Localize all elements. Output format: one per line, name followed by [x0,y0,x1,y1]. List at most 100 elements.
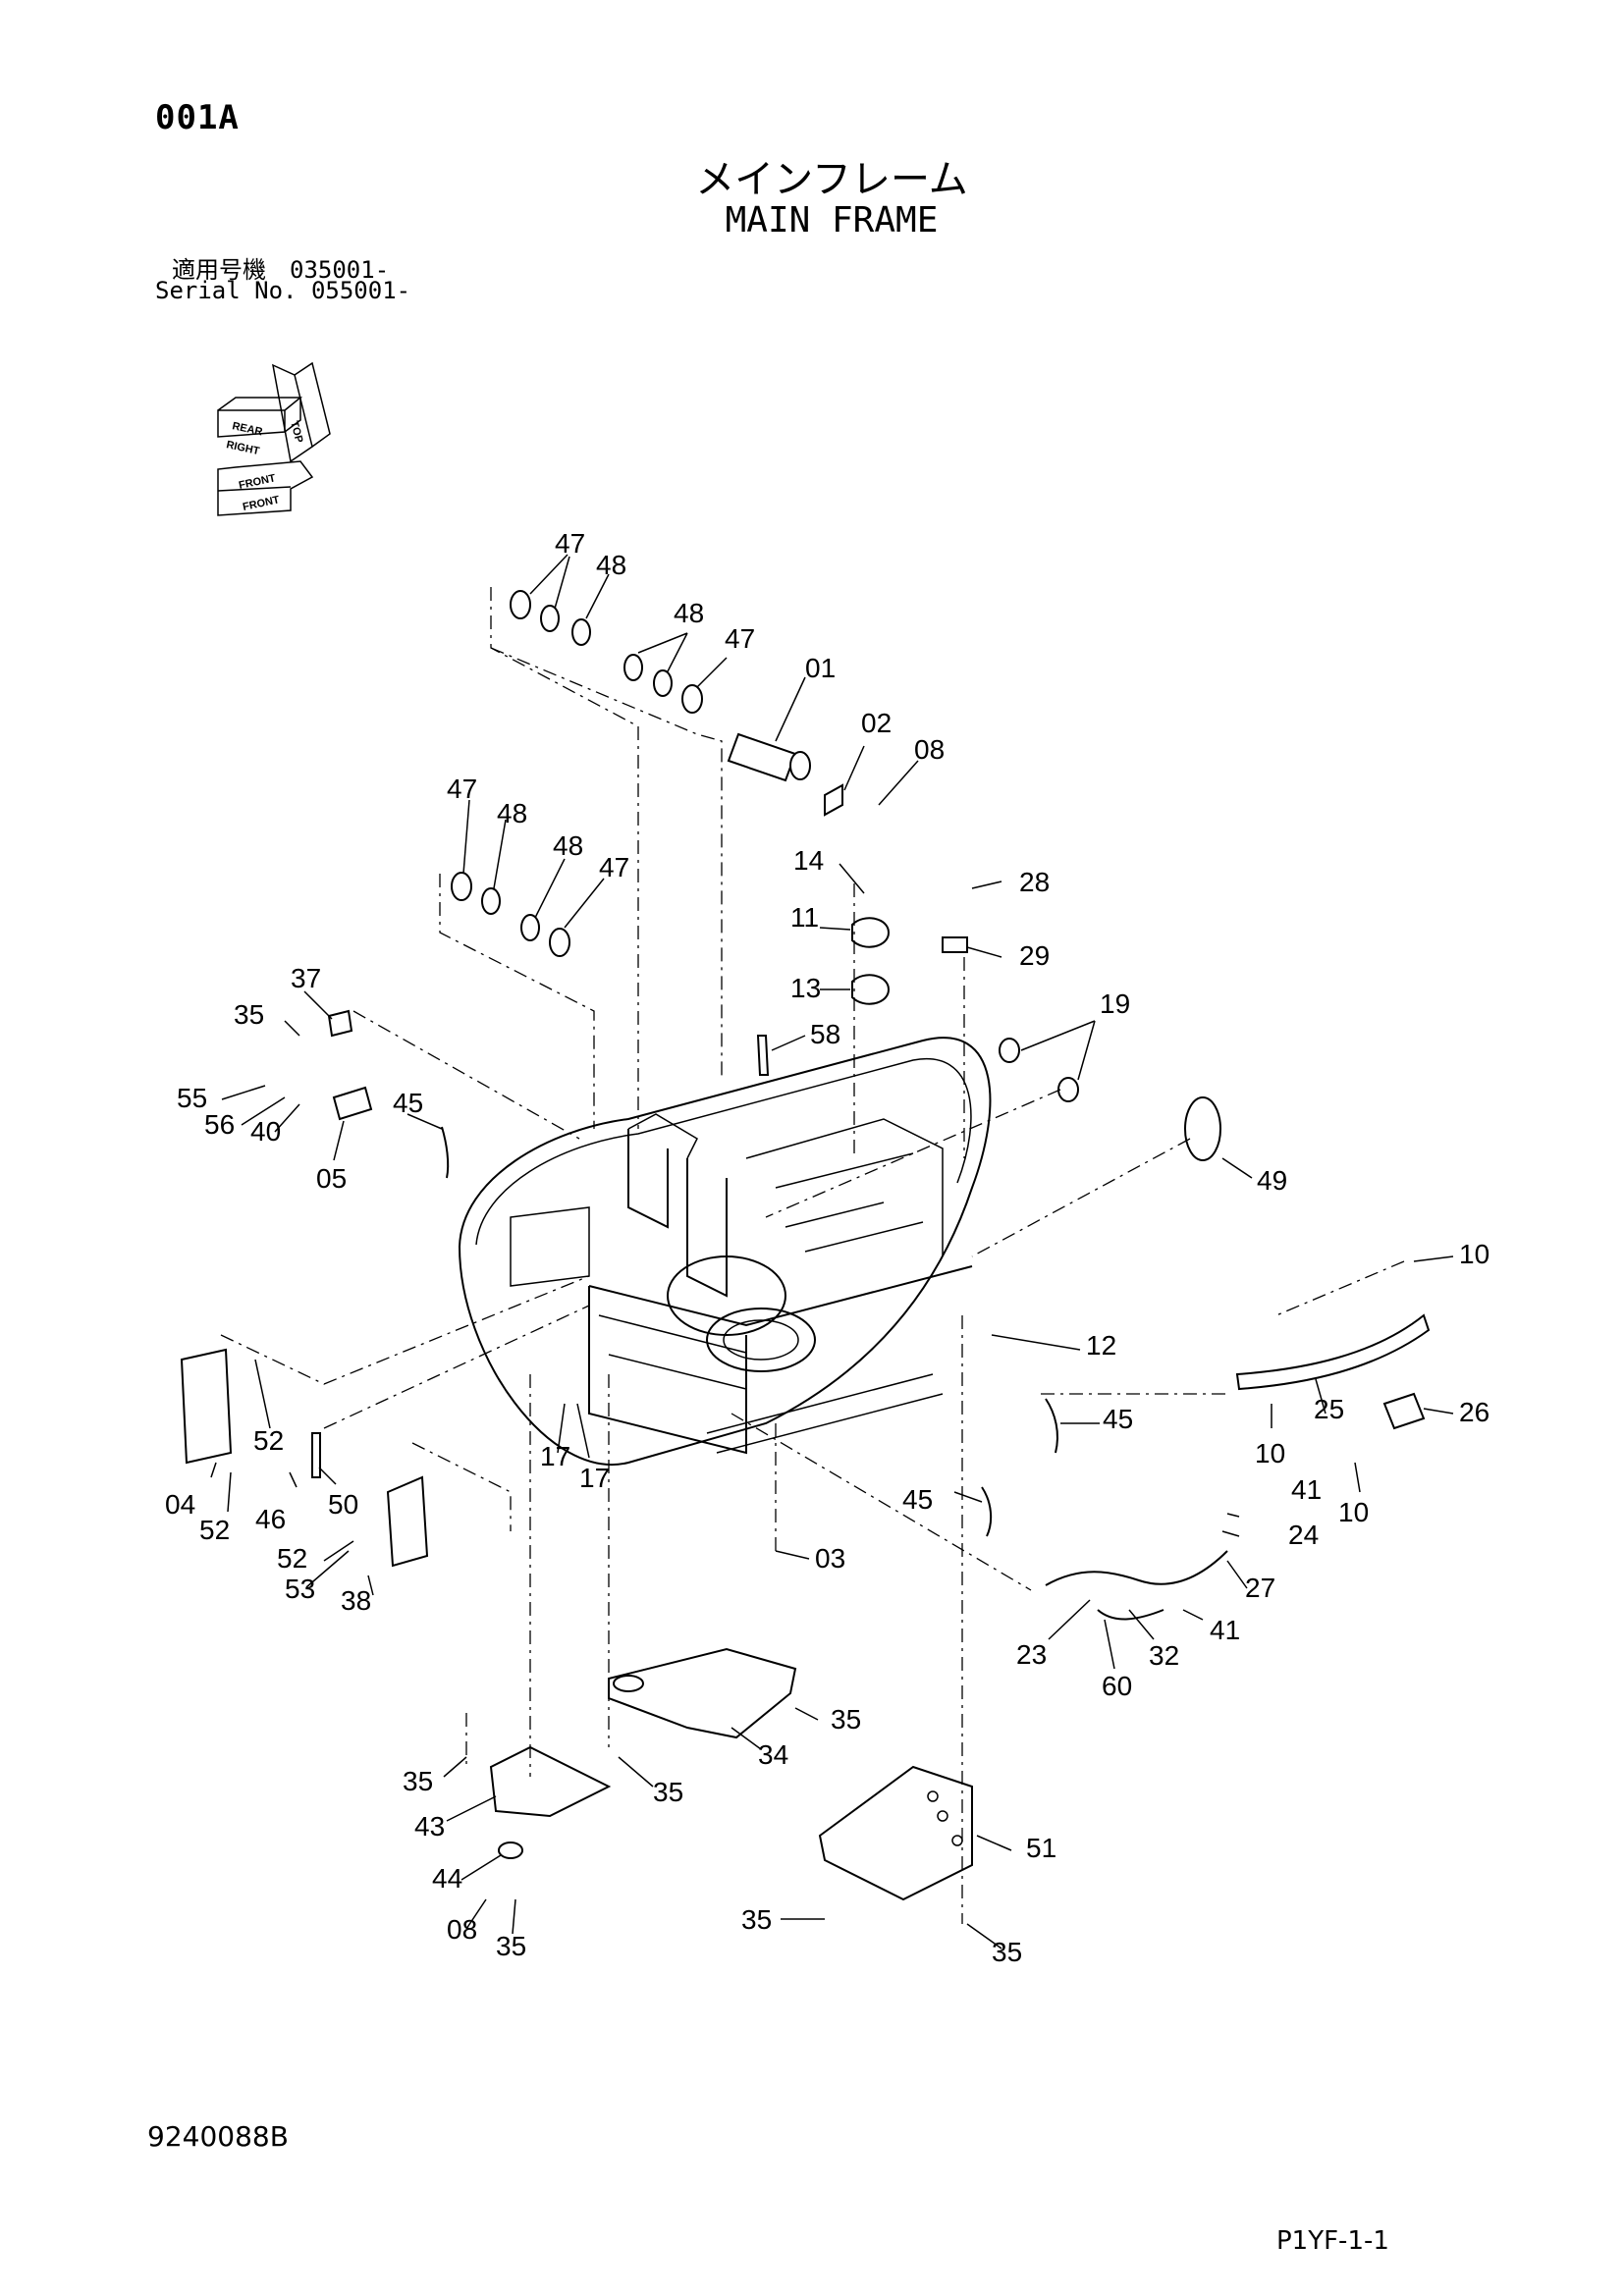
part-13-cover [851,974,891,1005]
serial-range: Serial No. 055001- [155,277,411,304]
callout: 35 [403,1766,433,1796]
leader-lines [210,554,1454,1949]
callout: 35 [234,999,264,1030]
part-25-plate [1235,1313,1431,1391]
callout: 46 [255,1504,286,1534]
callout: 44 [432,1863,462,1894]
callout: 17 [540,1441,570,1471]
callout: 56 [204,1109,235,1140]
page-title: MAIN FRAME [725,200,939,240]
callout: 52 [277,1543,307,1574]
callout: 47 [555,528,585,559]
callout: 25 [1314,1394,1344,1424]
callout: 45 [393,1088,423,1118]
callout: 52 [199,1515,230,1545]
callout: 35 [992,1937,1022,1967]
callout: 35 [741,1904,772,1935]
part-37-plate [327,1009,353,1038]
callout: 05 [316,1163,347,1194]
callout: 48 [674,598,704,628]
part-45-seal-3 [981,1486,993,1537]
callout: 23 [1016,1639,1047,1670]
part-47-washer-4 [549,928,570,957]
part-47-washer [510,590,531,619]
callout: 45 [1103,1404,1133,1434]
serial-range-japanese: 適用号機 035001- [172,256,390,284]
callout: 08 [914,734,945,765]
part-43-undercover [489,1745,612,1818]
callout: 27 [1245,1573,1275,1603]
part-48-shim-4 [653,669,673,697]
callout: 40 [250,1116,281,1147]
part-38-cover [386,1475,429,1568]
callout: 45 [902,1484,933,1515]
callout: 52 [253,1425,284,1456]
callout: 35 [496,1931,526,1961]
callout: 58 [810,1019,840,1049]
callout: 28 [1019,867,1050,897]
callout: 53 [285,1574,315,1604]
part-50-plate [311,1432,321,1478]
part-34-hole [613,1675,644,1692]
parts [180,590,1431,1901]
callout: 08 [447,1914,477,1945]
callout: 26 [1459,1397,1489,1427]
callout: 10 [1459,1239,1489,1269]
callout: 49 [1257,1165,1287,1196]
orientation-label-right: RIGHT [225,439,260,457]
orientation-indicator: REAR TOP RIGHT FRONT FRONT [217,361,331,516]
part-49-oring [1184,1096,1221,1161]
callout: 55 [177,1083,207,1113]
callout: 12 [1086,1330,1116,1361]
callout: 48 [497,798,527,828]
callout: 50 [328,1489,358,1520]
callout: 19 [1100,988,1130,1019]
main-frame-body [458,1037,992,1466]
callout: 11 [790,902,819,933]
page-title-japanese: メインフレーム [695,157,968,202]
part-32-hose [1097,1609,1164,1621]
part-01-pin [727,732,797,782]
callout: 43 [414,1811,445,1842]
callout: 60 [1102,1671,1132,1701]
part-47-washer-3 [451,872,472,901]
callout: 48 [596,550,626,580]
callout: 29 [1019,940,1050,971]
part-34-undercover [608,1647,797,1739]
callout: 17 [579,1463,610,1493]
callout: 14 [793,845,824,876]
part-19-seal [999,1038,1020,1063]
part-48-shim-5 [481,887,501,915]
part-48-shim-2 [571,618,591,646]
callout: 10 [1255,1438,1285,1468]
drawing-number: 9240088B [147,2120,289,2153]
callouts: 47 48 48 47 01 02 08 47 48 48 47 14 28 1… [165,528,1489,1967]
part-51-undercover [818,1765,973,1901]
callout: 37 [291,963,321,993]
page-code: 001A [155,98,240,137]
part-58-hose [756,1035,770,1076]
part-02-plate [824,783,843,817]
callout: 04 [165,1489,195,1520]
callout: 35 [653,1777,683,1807]
callout: 24 [1288,1520,1319,1550]
callout: 38 [341,1585,371,1616]
callout: 41 [1291,1474,1322,1505]
callout: 34 [758,1739,788,1770]
part-05-pin [332,1086,373,1121]
part-44-cap [498,1842,523,1859]
part-48-shim-3 [623,654,643,681]
callout: 01 [805,653,836,683]
part-47-washer-2 [681,684,703,714]
part-27-hose [1045,1550,1228,1586]
callout: 51 [1026,1833,1056,1863]
callout: 13 [790,973,821,1003]
part-01-pin-end [789,751,811,780]
callout: 03 [815,1543,845,1574]
callout: 47 [725,623,755,654]
part-26-bracket [1382,1392,1426,1430]
callout: 41 [1210,1615,1240,1645]
part-04-cover [180,1348,233,1465]
callout: 10 [1338,1497,1369,1527]
